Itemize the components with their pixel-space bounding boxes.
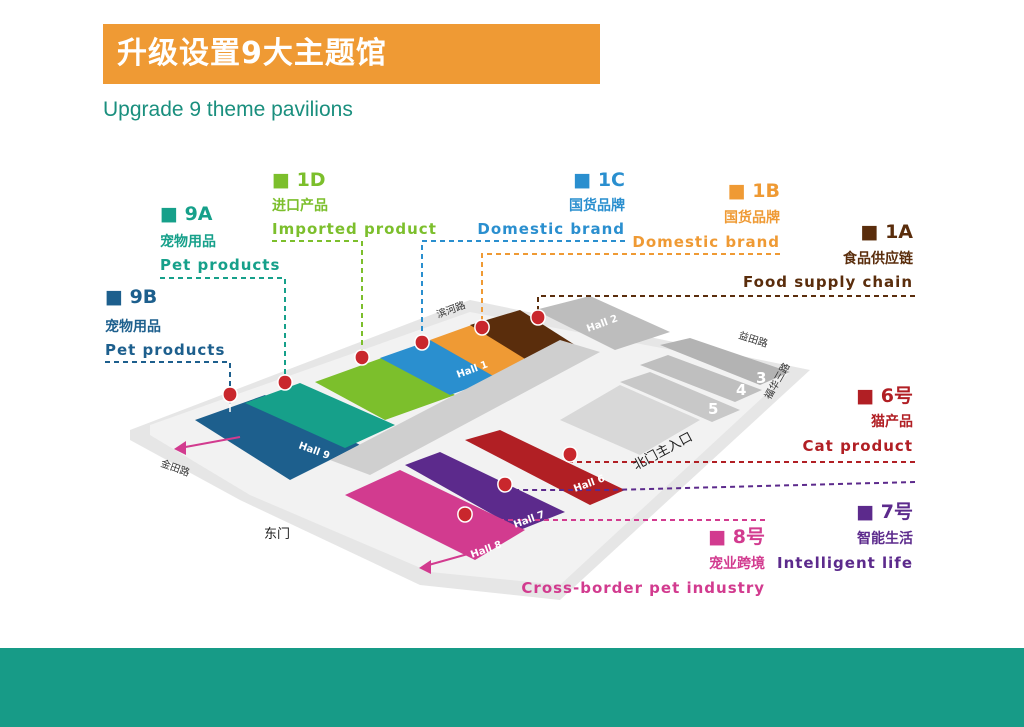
svg-text:■ 1A: ■ 1A: [860, 221, 913, 243]
svg-text:进口产品: 进口产品: [272, 197, 328, 214]
svg-text:■ 9B: ■ 9B: [105, 286, 157, 308]
svg-text:■ 8号: ■ 8号: [708, 526, 765, 548]
arrow-left-icon-2: [424, 551, 476, 567]
hall-4-block: [640, 355, 762, 402]
central-corridor: [330, 340, 600, 475]
svg-text:Pet products: Pet products: [105, 341, 225, 359]
svg-text:■ 6号: ■ 6号: [856, 385, 913, 407]
svg-text:Domestic brand: Domestic brand: [477, 220, 625, 238]
page-subtitle: Upgrade 9 theme pavilions: [103, 98, 353, 121]
svg-text:Cat product: Cat product: [803, 437, 913, 455]
label-9A: ■ 9A 宠物用品 Pet products: [160, 203, 280, 274]
hall-2-block: [535, 296, 670, 350]
svg-text:Cross-border pet industry: Cross-border pet industry: [521, 579, 765, 597]
svg-text:国货品牌: 国货品牌: [569, 197, 625, 214]
svg-text:宠物用品: 宠物用品: [105, 318, 161, 335]
svg-text:■ 7号: ■ 7号: [856, 501, 913, 523]
svg-text:Intelligent life: Intelligent life: [777, 554, 913, 572]
footer-bar: [0, 648, 1024, 727]
arrow-left-icon: [179, 436, 241, 449]
svg-text:■ 9A: ■ 9A: [160, 203, 213, 225]
svg-text:■ 1D: ■ 1D: [272, 169, 326, 191]
label-6: ■ 6号 猫产品 Cat product: [803, 385, 913, 455]
zone-9A: [245, 383, 395, 448]
leader-1B: [481, 253, 780, 330]
leader-1D: [272, 240, 363, 360]
hall-label-4: 4: [736, 381, 746, 399]
exhibition-map: 滨河路 益田路 福华三路 金田路 Hall 1 Hall 2 Hall 6 Ha…: [105, 169, 916, 600]
hall-label-3: 3: [756, 369, 766, 387]
svg-text:■ 1B: ■ 1B: [728, 180, 780, 202]
leader-9A: [160, 277, 286, 390]
road-yitian: 益田路: [737, 328, 770, 350]
hall-label-5: 5: [708, 400, 718, 418]
svg-text:宠物用品: 宠物用品: [160, 233, 216, 250]
label-1C: ■ 1C 国货品牌 Domestic brand: [477, 169, 625, 238]
page-title: 升级设置9大主题馆: [103, 24, 600, 84]
label-1D: ■ 1D 进口产品 Imported product: [272, 169, 437, 238]
svg-text:Domestic brand: Domestic brand: [632, 233, 780, 251]
svg-text:■ 1C: ■ 1C: [573, 169, 625, 191]
svg-text:猫产品: 猫产品: [871, 413, 913, 430]
svg-text:Pet products: Pet products: [160, 256, 280, 274]
label-1A: ■ 1A 食品供应链 Food supply chain: [743, 221, 914, 291]
arrow-head-icon: [174, 441, 186, 455]
zone-7: [405, 452, 565, 530]
gate-east: 东门: [264, 527, 290, 542]
zone-8: [345, 470, 525, 560]
svg-text:Imported product: Imported product: [272, 220, 437, 238]
label-9B: ■ 9B 宠物用品 Pet products: [105, 286, 225, 359]
svg-text:国货品牌: 国货品牌: [724, 209, 780, 226]
arrow-head-icon-2: [419, 560, 431, 574]
leader-1C: [421, 240, 625, 345]
north-stairs: [560, 385, 700, 455]
zone-1C: [380, 337, 505, 395]
svg-text:智能生活: 智能生活: [856, 530, 913, 547]
hall-5-block: [620, 372, 740, 422]
zone-6: [465, 430, 625, 505]
label-1B: ■ 1B 国货品牌 Domestic brand: [632, 180, 780, 251]
label-7: ■ 7号 智能生活 Intelligent life: [777, 501, 913, 572]
leader-9B: [105, 361, 231, 405]
hall-3-block: [660, 338, 790, 385]
map-pin-icon: [222, 309, 578, 523]
zone-9B: [195, 395, 360, 480]
zone-1D: [315, 355, 455, 420]
svg-text:Food supply chain: Food supply chain: [743, 273, 913, 291]
svg-text:宠业跨境: 宠业跨境: [709, 555, 765, 572]
svg-text:食品供应链: 食品供应链: [843, 250, 914, 267]
label-8: ■ 8号 宠业跨境 Cross-border pet industry: [521, 526, 765, 597]
leader-7: [510, 481, 916, 491]
